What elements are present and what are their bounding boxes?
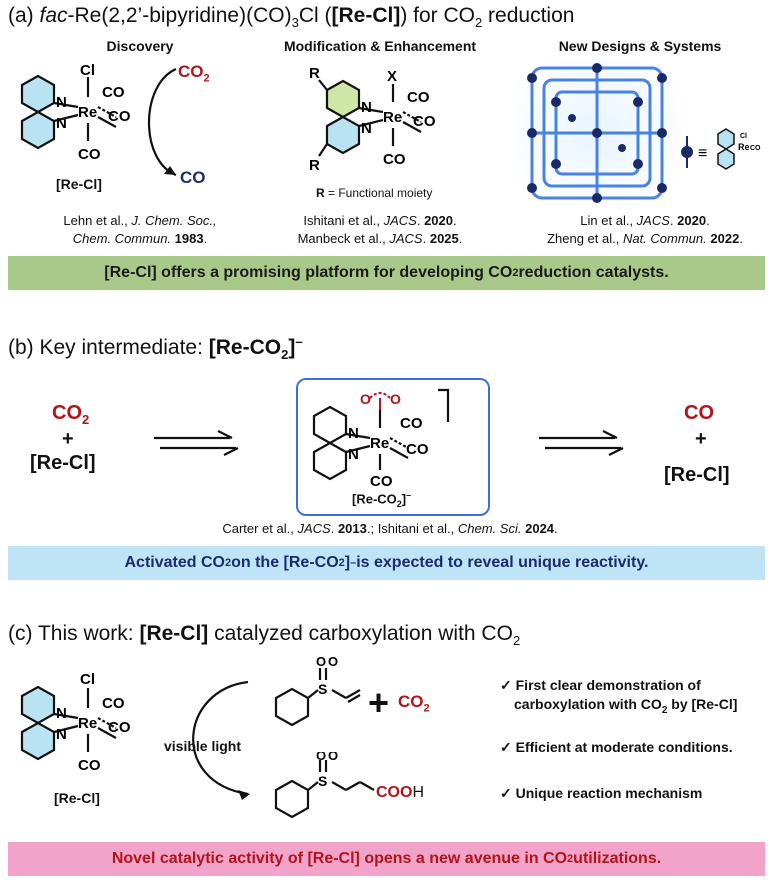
co-label-11: CO xyxy=(108,719,131,736)
co-label-10: CO xyxy=(102,695,125,712)
cite-section-b: Carter et al., JACS. 2013.; Ishitani et … xyxy=(222,521,558,536)
cooh-label: COOH xyxy=(376,784,425,801)
equiv-icon: ≡ xyxy=(698,145,707,162)
n-label-2: N xyxy=(56,115,67,132)
o-label-2: O xyxy=(390,391,401,407)
n-label-4: N xyxy=(361,120,372,137)
cycle-arrow xyxy=(148,67,177,177)
catalyst-label: [Re-Cl] xyxy=(54,790,100,806)
left-co2: CO2 xyxy=(52,402,90,427)
head-new-designs: New Designs & Systems xyxy=(558,38,722,54)
check-icon: ✓ xyxy=(500,785,512,801)
o-label-6: O xyxy=(328,752,338,763)
arrow-head-icon xyxy=(164,166,176,175)
vinyl-sulfone-structure: O O S xyxy=(274,654,361,727)
co-label-4: CO xyxy=(407,89,430,106)
discovery-scheme: N N Re Cl CO CO CO xyxy=(20,62,177,177)
left-plus: + xyxy=(62,428,74,450)
r-label-1: R xyxy=(309,65,320,82)
banner-c: Novel catalytic activity of [Re-Cl] open… xyxy=(8,842,765,876)
left-recl: [Re-Cl] xyxy=(30,452,96,474)
catalyst-structure: N N Re Cl CO CO CO xyxy=(20,671,131,774)
cite-modification: Ishitani et al., JACS. 2020. Manbeck et … xyxy=(297,213,463,246)
right-co: CO xyxy=(684,402,714,424)
co-label-2: CO xyxy=(108,108,131,125)
re-cl-structure xyxy=(20,74,117,150)
box-label: [Re-CO2]– xyxy=(352,490,412,509)
check-item-3: ✓ Unique reaction mechanism xyxy=(500,785,703,801)
re-label: Re xyxy=(78,104,97,121)
head-modification: Modification & Enhancement xyxy=(283,38,477,54)
cl-label: Cl xyxy=(80,62,95,79)
re-label-2: Re xyxy=(383,109,402,126)
s-label: S xyxy=(318,681,327,697)
n-label-1: N xyxy=(56,94,67,111)
right-recl: [Re-Cl] xyxy=(664,464,730,486)
reaction-arrow xyxy=(192,680,250,800)
o-label-5: O xyxy=(316,752,326,763)
check-item-1: ✓ First clear demonstration of carboxyla… xyxy=(500,677,738,716)
cl-label-2: Cl xyxy=(80,671,95,688)
section-c-co2: CO2 xyxy=(398,692,430,715)
n-label-3: N xyxy=(361,99,372,116)
x-label: X xyxy=(387,68,397,85)
co-label-7: CO xyxy=(400,415,423,432)
section-c-plus: + xyxy=(368,682,390,723)
head-discovery: Discovery xyxy=(106,38,174,54)
r-label-2: R xyxy=(309,157,320,174)
co-label-1: CO xyxy=(102,84,125,101)
banner-a: [Re-Cl] offers a promising platform for … xyxy=(8,256,765,290)
forward-arrows-right xyxy=(539,430,624,456)
product-structure: O O S xyxy=(274,752,375,819)
o-label-4: O xyxy=(328,654,338,669)
cl-mini-label: Cl xyxy=(740,133,747,140)
forward-arrows-left xyxy=(154,430,239,456)
r-definition: R = Functional moiety xyxy=(316,186,433,200)
cite-discovery: Lehn et al., J. Chem. Soc., Chem. Commun… xyxy=(63,213,217,246)
co-label-9: CO xyxy=(370,473,393,490)
o-label-3: O xyxy=(316,654,326,669)
discovery-co2: CO2 xyxy=(178,62,210,85)
check-icon: ✓ xyxy=(500,677,512,693)
visible-light-label: visible light xyxy=(164,738,242,754)
intermediate-box xyxy=(296,378,490,516)
cite-new-designs: Lin et al., JACS. 2020. Zheng et al., Na… xyxy=(547,213,743,246)
re-label-3: Re xyxy=(370,435,389,452)
mof-framework-image: ≡ Re Cl CO xyxy=(512,58,761,208)
co-label-3: CO xyxy=(78,146,101,163)
re-co2-structure: O O N N Re CO CO CO xyxy=(312,388,450,490)
co-mini-label: CO xyxy=(750,145,761,152)
discovery-co: CO xyxy=(180,168,206,187)
re-mini-label: Re xyxy=(738,142,750,152)
right-plus: + xyxy=(695,428,707,450)
modification-scheme: R R N N Re X CO CO CO xyxy=(309,65,436,174)
s-label-2: S xyxy=(318,773,327,789)
n-label-7: N xyxy=(56,705,67,722)
node-icon xyxy=(681,146,693,158)
re-label-4: Re xyxy=(78,715,97,732)
section-a-title: (a) fac-Re(2,2’-bipyridine)(CO)3Cl ([Re-… xyxy=(8,4,575,31)
check-item-2: ✓ Efficient at moderate conditions. xyxy=(500,739,733,755)
discovery-label: [Re-Cl] xyxy=(56,176,102,192)
check-icon: ✓ xyxy=(500,739,512,755)
section-b-title: (b) Key intermediate: [Re-CO2]– xyxy=(8,334,303,363)
o-label-1: O xyxy=(360,391,371,407)
co-label-8: CO xyxy=(406,441,429,458)
co-label-6: CO xyxy=(383,151,406,168)
co-label-12: CO xyxy=(78,757,101,774)
n-label-5: N xyxy=(348,425,359,442)
section-c-title: (c) This work: [Re-Cl] catalyzed carboxy… xyxy=(8,622,521,649)
co-label-5: CO xyxy=(413,113,436,130)
n-label-8: N xyxy=(56,726,67,743)
n-label-6: N xyxy=(348,446,359,463)
